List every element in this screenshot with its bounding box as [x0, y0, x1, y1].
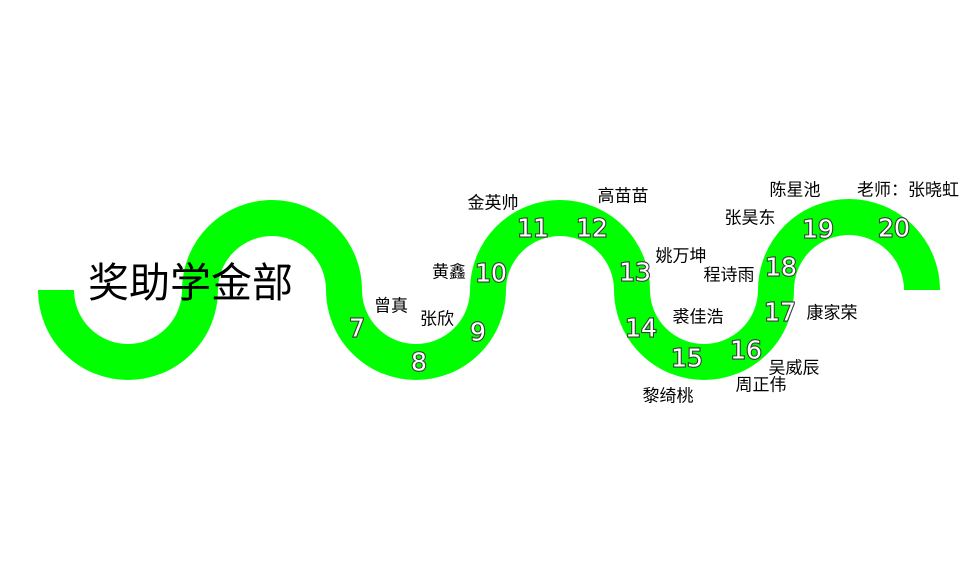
name-label-14: 陈星池	[770, 181, 821, 200]
station-10: 10	[475, 259, 507, 288]
name-label-9: 周正伟	[736, 376, 787, 395]
name-label-5: 高苗苗	[598, 187, 649, 206]
station-17: 17	[764, 298, 796, 327]
name-label-13: 张昊东	[725, 209, 776, 228]
name-label-1: 曾真	[374, 297, 408, 316]
name-label-2: 张欣	[420, 310, 454, 329]
station-20: 20	[878, 214, 910, 243]
station-12: 12	[576, 214, 608, 243]
station-9: 9	[470, 318, 486, 347]
name-label-11: 康家荣	[807, 304, 858, 323]
diagram-title: 奖助学金部	[88, 260, 293, 306]
name-label-3: 黄鑫	[432, 263, 466, 282]
teacher-label: 老师：张晓虹	[857, 181, 959, 200]
station-15: 15	[671, 344, 703, 373]
station-11: 11	[517, 214, 549, 243]
station-13: 13	[619, 258, 651, 287]
station-18: 18	[765, 253, 797, 282]
station-14: 14	[625, 314, 657, 343]
station-8: 8	[411, 348, 427, 377]
name-label-7: 裘佳浩	[673, 308, 724, 327]
wavy-line	[38, 199, 940, 380]
name-label-4: 金英帅	[468, 194, 519, 213]
name-label-12: 程诗雨	[704, 266, 755, 285]
name-label-6: 姚万坤	[656, 247, 707, 266]
station-7: 7	[349, 314, 365, 343]
name-label-10: 吴威辰	[769, 359, 820, 378]
name-label-8: 黎绮桃	[643, 387, 694, 406]
station-19: 19	[802, 215, 834, 244]
station-16: 16	[730, 336, 762, 365]
